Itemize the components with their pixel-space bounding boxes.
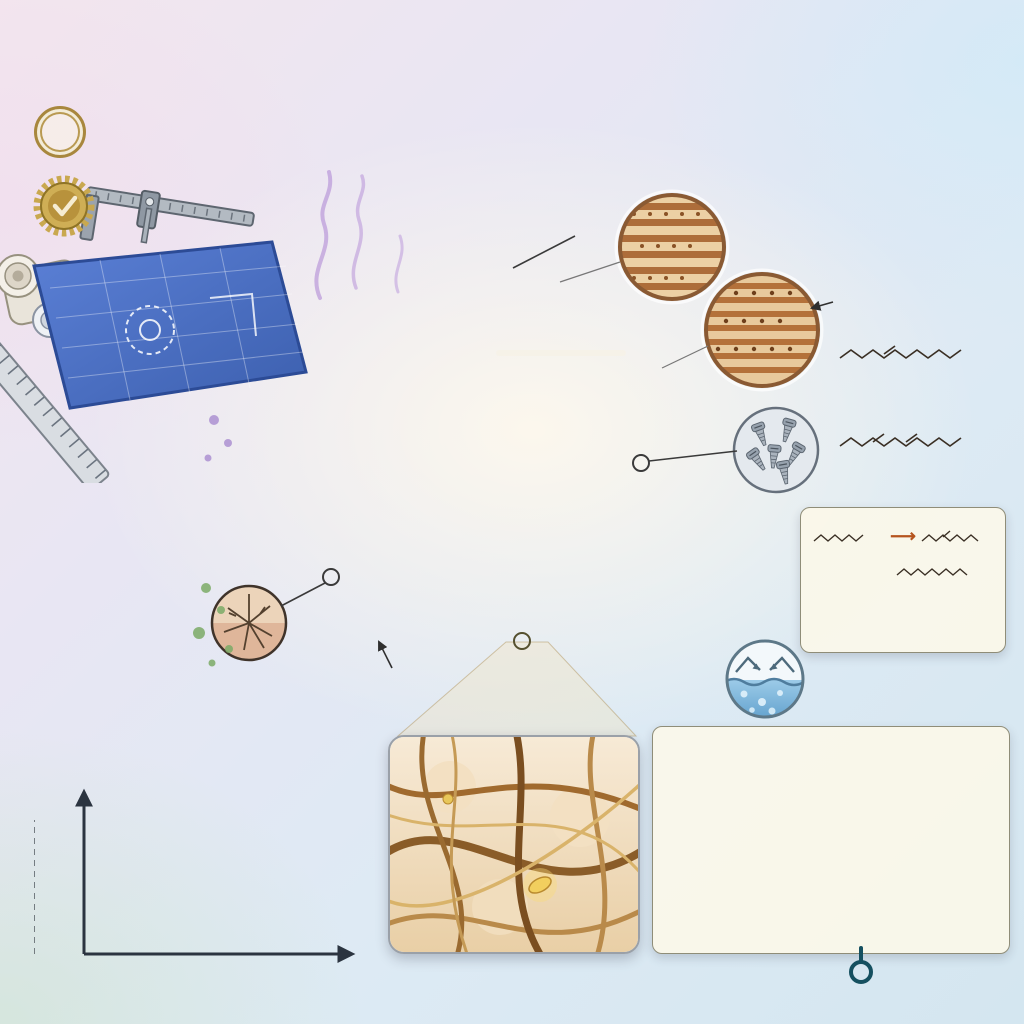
intercellular-spaces-label [496, 350, 626, 356]
verified-badge-icon [33, 175, 95, 237]
supply-funnel-highlight [396, 641, 638, 737]
oleic-acid-structure [839, 345, 962, 359]
escaping-droplets-purple [204, 415, 232, 462]
fiber-network-illustration [390, 737, 638, 952]
linoleic-acid-structure [839, 433, 962, 447]
supply-lines-panel [388, 735, 640, 954]
screws-leader-line [648, 450, 738, 462]
ruler-icon [0, 329, 110, 483]
intermediate-structure [921, 530, 979, 542]
magnifier-circle-b [706, 274, 818, 386]
brand-logo-icon [849, 946, 873, 984]
magnifier-a-connector [559, 261, 621, 283]
water-vapor-wisps [314, 170, 404, 300]
wall-marker-circle [632, 454, 650, 472]
reaction-arrow-icon: ⟶ [890, 526, 916, 546]
barrier-resilience-chart [28, 712, 376, 1022]
lamellar-arrow [810, 300, 834, 311]
blueprint-board [32, 240, 308, 410]
escaping-droplets-green [193, 583, 233, 667]
brittle-leader-line [280, 582, 326, 607]
reactant-structure [813, 534, 864, 542]
lamellar-magnifier-icons [614, 189, 824, 392]
water-molecules-arrow [378, 640, 393, 669]
screws-precursor-icon [732, 406, 820, 494]
magnifier-circle-a [620, 195, 724, 299]
lamellar-marker-circle [513, 632, 531, 650]
product-structure [896, 568, 968, 576]
chart-plot-area [34, 788, 356, 963]
brand-logo [846, 944, 878, 988]
corneocyte-leader-line [512, 235, 576, 269]
hydrophobic-shield-icon [725, 639, 805, 719]
brittle-marker-circle [322, 568, 340, 586]
synthesis-panel: ⟶ [800, 507, 1006, 653]
blueprint-scene [0, 175, 308, 483]
structural-report-panel [652, 726, 1010, 954]
section-badge [34, 106, 86, 158]
magnifier-b-connector [661, 345, 709, 369]
